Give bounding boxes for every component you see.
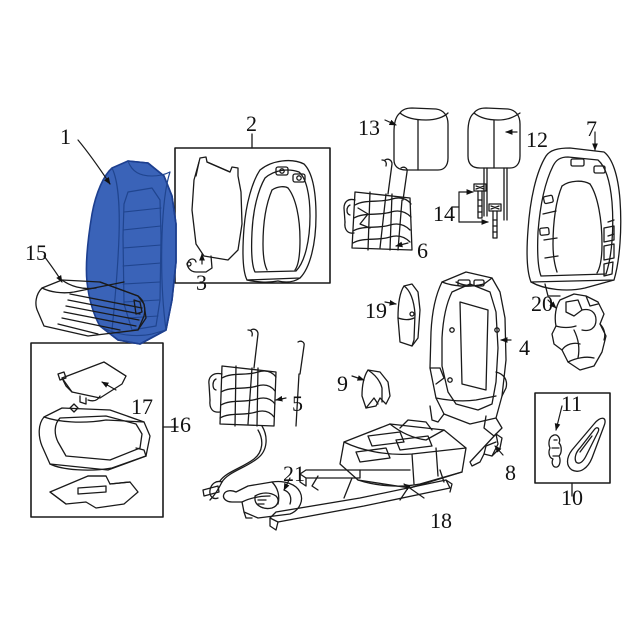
part-14-mounting-bolts bbox=[473, 183, 502, 239]
part-1-seat-back-cushion-cover bbox=[85, 160, 177, 345]
callout-label-16[interactable]: 16 bbox=[169, 412, 191, 437]
callout-label-2[interactable]: 2 bbox=[246, 111, 257, 136]
callout-label-17[interactable]: 17 bbox=[131, 394, 153, 419]
callout-label-12[interactable]: 12 bbox=[526, 127, 548, 152]
callout-label-7[interactable]: 7 bbox=[586, 116, 597, 141]
leader-6 bbox=[395, 241, 409, 248]
leader-18 bbox=[403, 483, 425, 499]
group-box-16 bbox=[30, 342, 179, 518]
leader-11 bbox=[554, 405, 563, 431]
callout-label-21[interactable]: 21 bbox=[283, 461, 305, 486]
leader-9 bbox=[351, 375, 365, 381]
leader-8 bbox=[494, 445, 504, 456]
part-11-handle-clip bbox=[548, 434, 562, 468]
callout-label-5[interactable]: 5 bbox=[292, 391, 303, 416]
seat-cushion-back-pad bbox=[49, 475, 139, 509]
callout-label-20[interactable]: 20 bbox=[531, 291, 553, 316]
callout-label-4[interactable]: 4 bbox=[519, 335, 530, 360]
leader-5 bbox=[275, 395, 287, 402]
part-21-release-lever bbox=[222, 480, 303, 519]
part-20-recliner-mechanism bbox=[551, 293, 607, 371]
part-4-seat-back-frame bbox=[429, 271, 508, 437]
leader-1 bbox=[77, 139, 111, 185]
callout-label-18[interactable]: 18 bbox=[430, 508, 452, 533]
callout-label-10[interactable]: 10 bbox=[561, 485, 583, 510]
part-2-seat-back-frame-cover bbox=[242, 159, 317, 283]
part-12-head-restraint-assembly bbox=[467, 107, 521, 221]
callout-label-13[interactable]: 13 bbox=[358, 115, 380, 140]
callout-label-8[interactable]: 8 bbox=[505, 460, 516, 485]
leader-13 bbox=[384, 119, 397, 126]
seat-cushion-foam bbox=[38, 407, 151, 471]
callout-label-3[interactable]: 3 bbox=[196, 270, 207, 295]
part-5-lumbar-spring-assembly bbox=[202, 328, 305, 501]
leader-20 bbox=[547, 299, 557, 309]
callout-label-19[interactable]: 19 bbox=[365, 298, 387, 323]
leader-21 bbox=[283, 477, 291, 491]
part-9-side-cover-bracket bbox=[361, 369, 391, 409]
recliner-handle bbox=[566, 417, 606, 472]
part-15-seat-cushion-cover bbox=[35, 279, 147, 337]
leader-15 bbox=[43, 255, 63, 283]
part-8-wedge-clip bbox=[469, 433, 503, 467]
part-19-side-bolster-trim bbox=[397, 283, 421, 347]
callout-label-14[interactable]: 14 bbox=[433, 201, 455, 226]
part-6-seat-back-spring-mat bbox=[343, 158, 413, 251]
part-18-seat-track-adjuster bbox=[269, 419, 467, 531]
callout-label-15[interactable]: 15 bbox=[25, 240, 47, 265]
group-box-10 bbox=[534, 392, 611, 497]
part-2-seat-back-pad bbox=[186, 156, 243, 273]
callout-label-9[interactable]: 9 bbox=[337, 371, 348, 396]
leader-17 bbox=[101, 381, 117, 391]
leader-19 bbox=[384, 300, 397, 306]
part-13-head-restraint-cushion bbox=[393, 107, 449, 171]
callout-label-1[interactable]: 1 bbox=[60, 124, 71, 149]
callout-label-6[interactable]: 6 bbox=[417, 238, 428, 263]
part-7-seat-back-trim-panel bbox=[526, 147, 622, 297]
part-17-cushion-pad-insert bbox=[57, 361, 127, 413]
callout-label-11[interactable]: 11 bbox=[561, 391, 583, 416]
